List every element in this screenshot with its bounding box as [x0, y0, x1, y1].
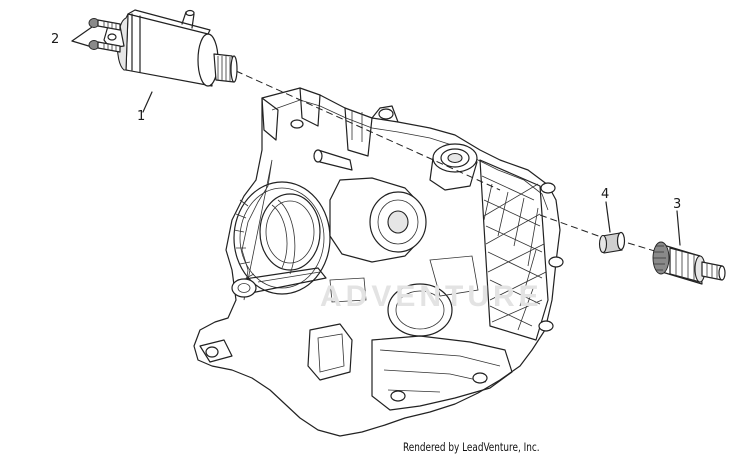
watermark-text: ADVENTURE: [320, 280, 543, 313]
callout-2[interactable]: 2: [51, 32, 60, 47]
bolts-drawing: [88, 18, 121, 53]
render-credit: Rendered by LeadVenture, Inc.: [403, 440, 540, 454]
callout-3[interactable]: 3: [673, 197, 682, 212]
callout-4[interactable]: 4: [601, 187, 610, 202]
leader-lines: [71, 26, 681, 253]
crankcase-drawing: [193, 87, 564, 437]
callout-1[interactable]: 1: [137, 109, 146, 124]
bushing-drawing: [598, 231, 626, 254]
starter-drive-drawing: [652, 241, 726, 285]
starter-motor-drawing: [103, 9, 238, 87]
